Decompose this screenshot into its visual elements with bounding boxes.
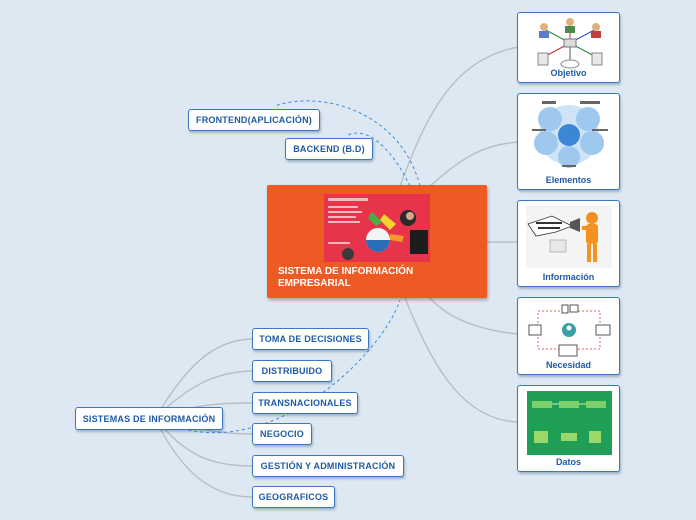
node-toma-de-decisiones[interactable]: TOMA DE DECISIONES	[252, 328, 369, 350]
card-datos[interactable]: Datos	[517, 385, 620, 472]
card-elementos-label: Elementos	[545, 175, 592, 185]
data-servers-icon	[527, 391, 612, 455]
frontend-node[interactable]: FRONTEND(APLICACIÓN)	[188, 109, 320, 131]
card-elementos[interactable]: Elementos	[517, 93, 620, 190]
sistemas-hub-node[interactable]: SISTEMAS DE INFORMACIÓN	[75, 407, 223, 430]
card-informacion[interactable]: Información	[517, 200, 620, 287]
megaphone-person-icon	[526, 206, 612, 268]
node-distribuido[interactable]: DISTRIBUIDO	[252, 360, 332, 382]
card-datos-label: Datos	[555, 457, 581, 467]
card-objetivo-label: Objetivo	[550, 68, 587, 78]
central-topic-title: SISTEMA DE INFORMACIÓN EMPRESARIAL	[278, 266, 414, 289]
card-objetivo[interactable]: Objetivo	[517, 12, 620, 83]
business-info-illustration	[324, 194, 430, 262]
node-geograficos[interactable]: GEOGRAFICOS	[252, 486, 335, 508]
card-informacion-label: Información	[542, 272, 595, 282]
node-negocio[interactable]: NEGOCIO	[252, 423, 312, 445]
network-users-icon	[537, 18, 603, 69]
central-topic[interactable]: SISTEMA DE INFORMACIÓN EMPRESARIAL	[267, 185, 487, 298]
card-necesidad[interactable]: Necesidad	[517, 297, 620, 375]
card-necesidad-label: Necesidad	[545, 360, 592, 370]
connected-devices-icon	[528, 304, 611, 357]
right-connectors	[399, 46, 519, 423]
node-gestion-administracion[interactable]: GESTIÓN Y ADMINISTRACIÓN	[252, 455, 404, 477]
node-transnacionales[interactable]: TRANSNACIONALES	[252, 392, 358, 414]
backend-node[interactable]: BACKEND (B.D)	[285, 138, 373, 160]
sig-elements-icon	[532, 101, 608, 168]
